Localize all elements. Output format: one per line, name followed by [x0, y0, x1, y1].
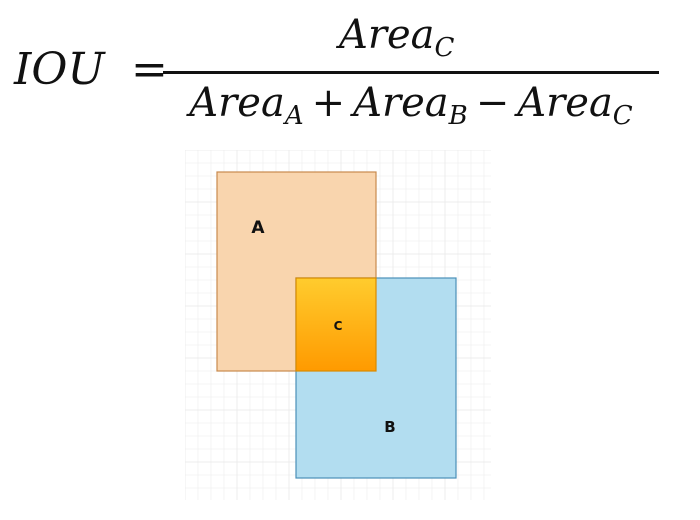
- plus-operator: +: [311, 80, 346, 126]
- iou-diagram: A C B: [185, 150, 491, 500]
- formula-numerator: AreaC: [339, 12, 454, 63]
- denominator-term-a: AreaA: [189, 80, 303, 131]
- denominator-term-a-subscript: A: [284, 101, 304, 131]
- box-a-label: A: [251, 218, 265, 238]
- formula-lhs: IOU: [14, 44, 105, 95]
- box-c-intersection: [295, 277, 377, 372]
- numerator-subscript: C: [434, 33, 455, 63]
- iou-formula: IOU = AreaC AreaA+AreaB−AreaC: [0, 0, 700, 140]
- box-b-label: B: [384, 418, 395, 436]
- minus-operator: −: [475, 80, 510, 126]
- numerator-term-base: Area: [339, 12, 435, 58]
- denominator-term-b: AreaB: [353, 80, 468, 131]
- denominator-term-b-base: Area: [353, 80, 449, 126]
- denominator-term-b-subscript: B: [448, 101, 468, 131]
- denominator-term-a-base: Area: [189, 80, 285, 126]
- denominator-term-c: AreaC: [517, 80, 632, 131]
- denominator-term-c-subscript: C: [612, 101, 633, 131]
- formula-denominator: AreaA+AreaB−AreaC: [163, 80, 659, 131]
- fraction-bar: [163, 71, 659, 74]
- equals-sign: =: [131, 44, 168, 95]
- denominator-term-c-base: Area: [517, 80, 613, 126]
- box-c-label: C: [334, 319, 343, 333]
